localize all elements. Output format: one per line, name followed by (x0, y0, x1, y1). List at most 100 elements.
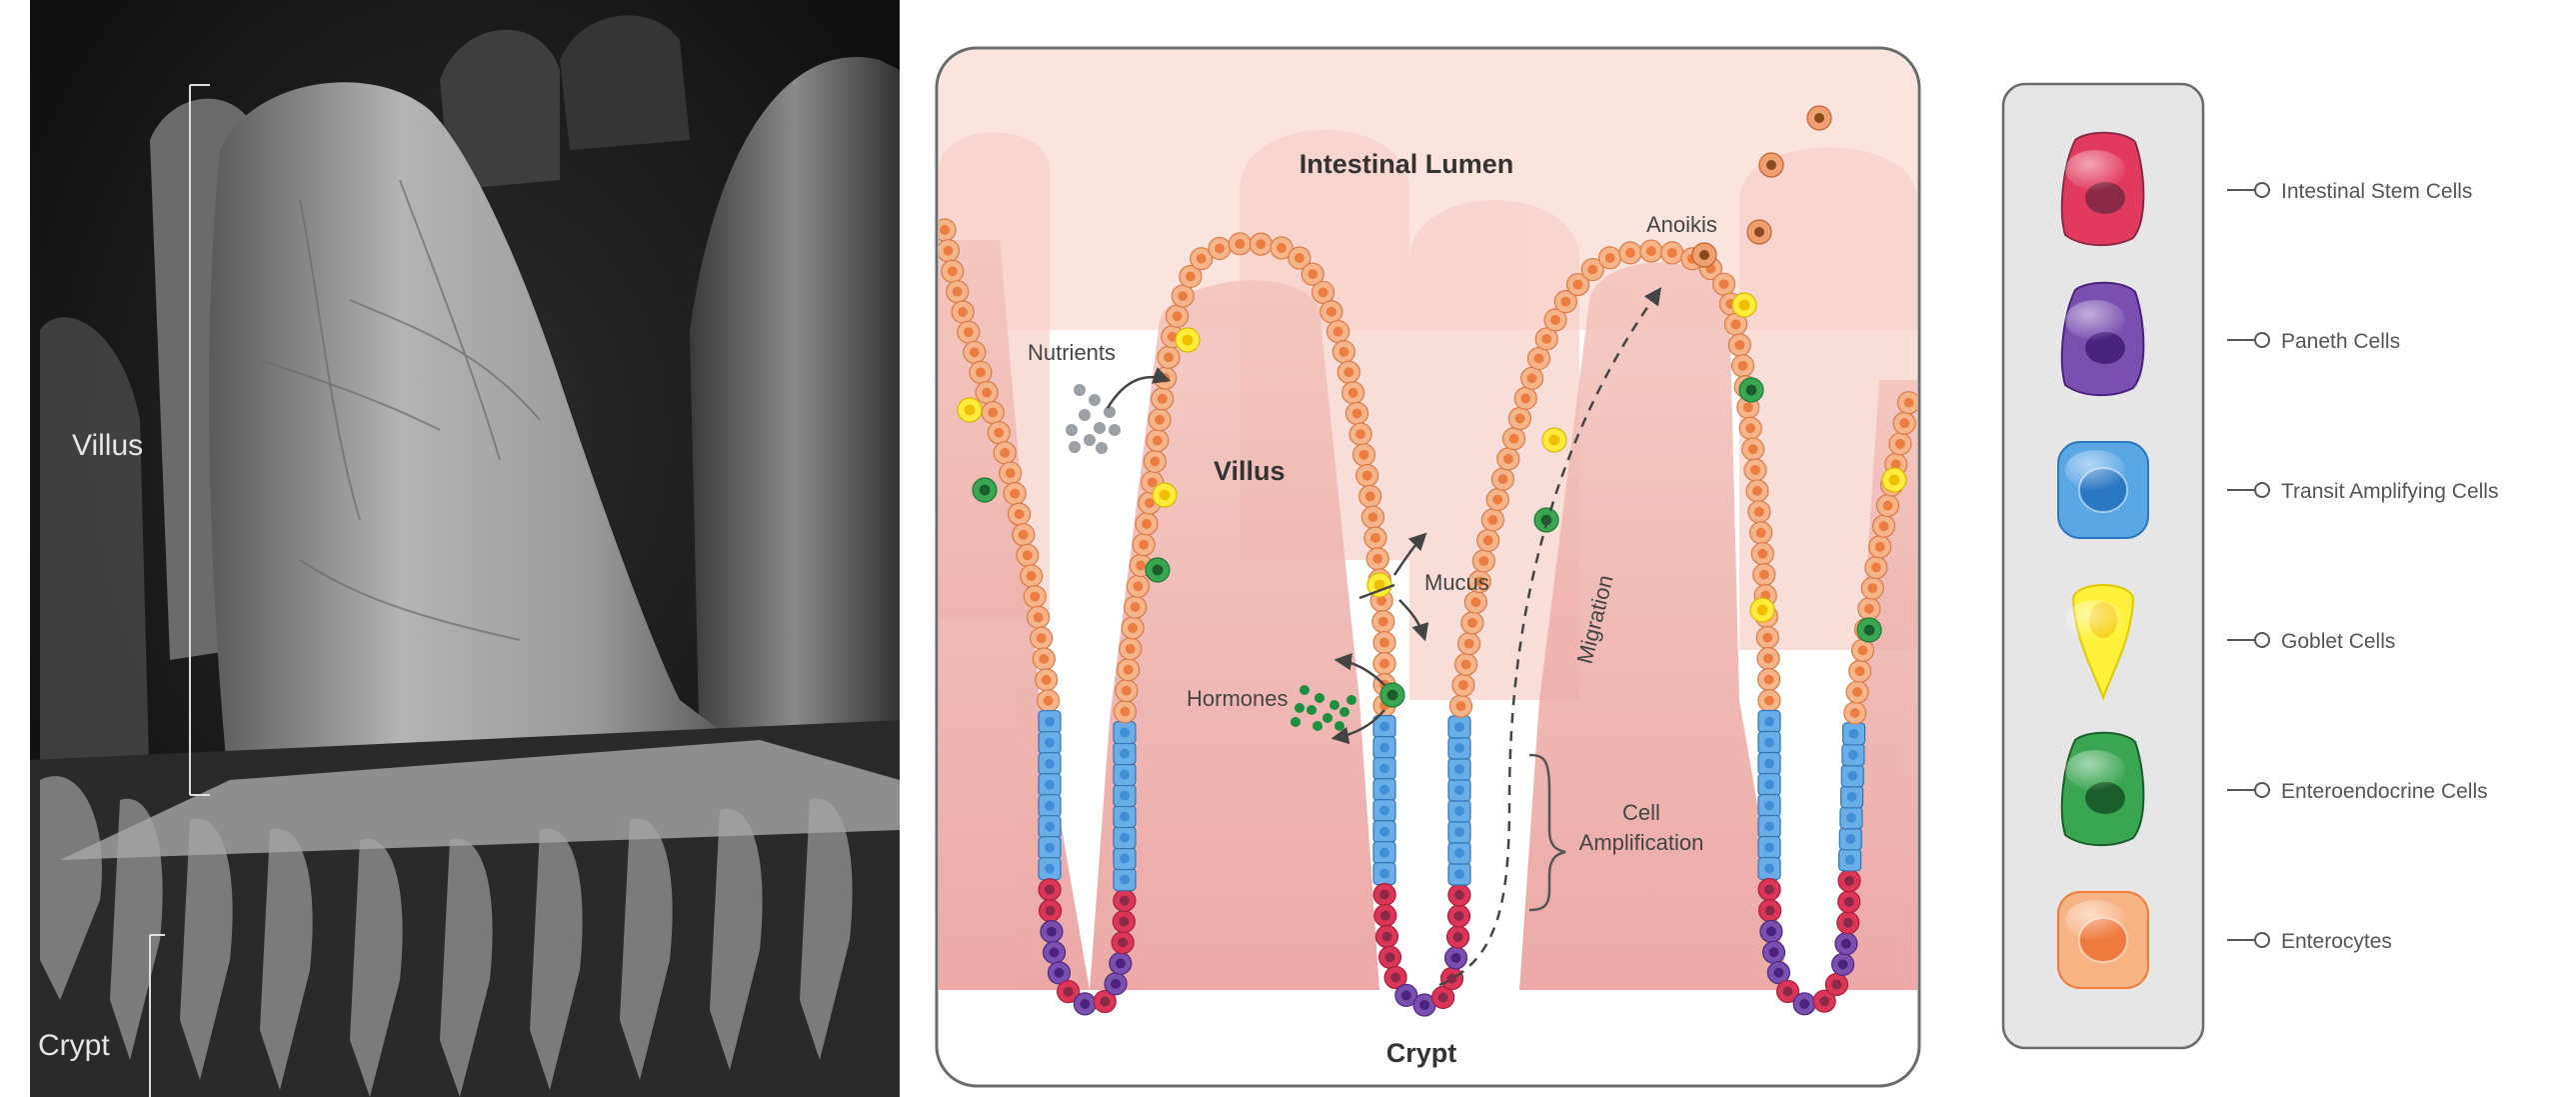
enterocyte-cell (1713, 273, 1735, 295)
enterocyte-cell (1366, 548, 1388, 570)
transit-cell (1373, 779, 1395, 801)
legend-bullet (2255, 183, 2269, 197)
legend-label: Intestinal Stem Cells (2281, 180, 2472, 203)
enterocyte-cell (1599, 247, 1621, 269)
enterocyte-cell (1640, 240, 1662, 262)
mucus-label: Mucus (1424, 570, 1489, 595)
enterocyte-cell (988, 422, 1010, 444)
goblet-cell (1542, 428, 1566, 452)
enterocyte-cell (1028, 606, 1050, 628)
transit-cell (1114, 743, 1136, 765)
enterocyte-cell (1021, 565, 1043, 587)
enteroendocrine-cell (1739, 378, 1763, 402)
enterocyte-cell (1118, 659, 1140, 681)
enterocyte-cell (1449, 695, 1471, 717)
goblet-cell (1750, 598, 1774, 622)
enteroendocrine-cell (973, 478, 997, 502)
enterocyte-cell (1024, 586, 1046, 608)
enterocyte-cell (1481, 509, 1503, 531)
stem-cell (1375, 926, 1397, 948)
transit-cell (1843, 723, 1865, 745)
paneth-cell (1074, 993, 1096, 1015)
paneth-cell (1445, 947, 1467, 969)
enterocyte-cell (952, 301, 974, 323)
enterocyte-cell (1356, 465, 1378, 487)
enterocyte-cell (1861, 577, 1883, 599)
transit-cell (1114, 848, 1136, 870)
legend-item: Transit Amplifying Cells (2058, 442, 2498, 538)
enterocyte-cell (1477, 529, 1499, 551)
enterocyte-cell (1508, 408, 1530, 430)
transit-cell (1758, 732, 1780, 754)
enterocyte-cell (1472, 550, 1494, 572)
enterocyte-cell (1491, 468, 1513, 490)
transit-cell (1758, 753, 1780, 775)
transit-cell (1448, 800, 1470, 822)
legend-label: Enteroendocrine Cells (2281, 780, 2488, 803)
legend-bullet (2255, 483, 2269, 497)
enterocyte-cell (1452, 674, 1474, 696)
paneth-cell (1110, 952, 1132, 974)
nutrient-particle (1096, 442, 1108, 454)
stem-cell (1113, 911, 1135, 933)
enterocyte-cell (1514, 387, 1536, 409)
enterocyte-cell (958, 321, 980, 343)
stem-cell (1837, 912, 1859, 934)
paneth-cell (1832, 953, 1854, 975)
hormone-particle (1346, 695, 1356, 705)
enterocyte-cell (1361, 506, 1383, 528)
paneth-cell (1760, 920, 1782, 942)
enterocyte-cell (1527, 347, 1549, 369)
enterocyte-cell (1751, 543, 1773, 565)
enterocyte-cell (1844, 702, 1866, 724)
transit-cell (1839, 828, 1861, 850)
legend-bullet (2255, 933, 2269, 947)
legend-bullet (2255, 333, 2269, 347)
enterocyte-cell (1158, 346, 1180, 368)
enterocyte-cell (1497, 448, 1519, 470)
enterocyte-cell (1728, 334, 1750, 356)
enterocyte-cell (1739, 417, 1761, 439)
enterocyte-cell (1320, 301, 1342, 323)
sem-micrograph: Villus Crypt (30, 0, 900, 1097)
enterocyte-cell (1455, 653, 1477, 675)
enterocyte-cell (1851, 639, 1873, 661)
transit-cell (1758, 816, 1780, 838)
enterocyte-cell (1849, 660, 1871, 682)
enterocyte-cell (1147, 430, 1169, 452)
hormone-particle (1339, 707, 1349, 717)
nutrient-particle (1079, 409, 1091, 421)
legend-item: Intestinal Stem Cells (2062, 133, 2473, 245)
enterocyte-cell (1172, 285, 1194, 307)
enterocyte-cell (1756, 627, 1778, 649)
transit-cell (1373, 821, 1395, 843)
enterocyte-cell (1731, 355, 1753, 377)
enterocyte-cell (1122, 617, 1144, 639)
stem-cell (1374, 905, 1396, 927)
enterocyte-cell (1114, 701, 1136, 723)
enterocyte-cell (1038, 690, 1060, 712)
sloughed-cell (1759, 153, 1783, 177)
hormone-particle (1322, 713, 1332, 723)
enterocyte-cell (1897, 392, 1919, 414)
enterocyte-cell (994, 442, 1016, 464)
nutrient-particle (1069, 441, 1081, 453)
enterocyte-icon (2058, 892, 2148, 988)
transit-cell (1373, 800, 1395, 822)
legend-bullet (2255, 783, 2269, 797)
nutrient-particle (1094, 422, 1106, 434)
legend-item: Enteroendocrine Cells (2062, 733, 2488, 845)
transit-cell (1373, 737, 1395, 759)
enterocyte-cell (1033, 648, 1055, 670)
transit-cell (1840, 807, 1862, 829)
transit-cell (1758, 795, 1780, 817)
transit-cell (1841, 786, 1863, 808)
enteroendocrine-cell (1857, 618, 1881, 642)
enterocyte-cell (1127, 575, 1149, 597)
transit-cell (1114, 827, 1136, 849)
enterocyte-cell (1869, 536, 1891, 558)
micrograph-villus-label: Villus (72, 429, 143, 462)
enterocyte-cell (1349, 423, 1371, 445)
enterocyte-cell (1758, 690, 1780, 712)
enterocyte-cell (970, 361, 992, 383)
